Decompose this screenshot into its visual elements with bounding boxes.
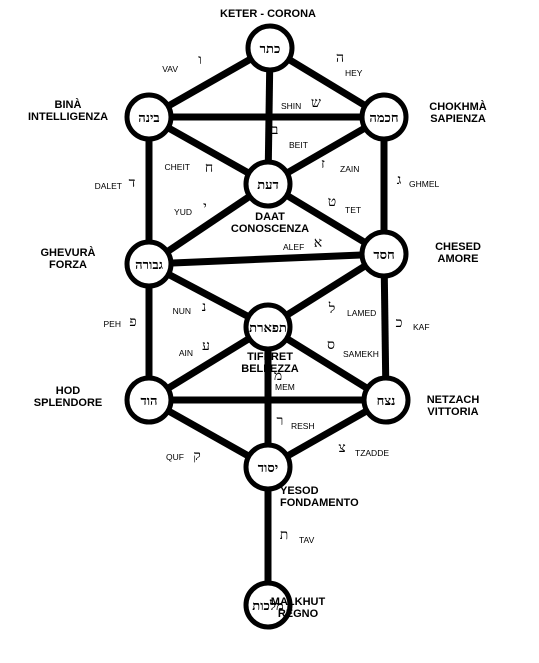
path-letter-tiferet-netzach: ס	[327, 337, 335, 353]
node-bina	[124, 92, 174, 142]
path-letter-tiferet-yesod: ר	[277, 413, 284, 429]
node-hod	[124, 375, 174, 425]
path-letter-bina-ghevura: ד	[129, 175, 136, 191]
node-label-chesed-1: AMORE	[438, 253, 479, 265]
path-name-keter-daat: BEIT	[289, 140, 308, 150]
node-label-netzach-1: VITTORIA	[427, 406, 478, 418]
node-yesod	[243, 442, 293, 492]
node-label-chesed-0: CHESED	[435, 241, 481, 253]
path-name-ghevura-chesed: ALEF	[283, 242, 304, 252]
node-hebrew-malkhut: מלכות	[252, 599, 284, 614]
node-label-bina-1: INTELLIGENZA	[28, 111, 108, 123]
node-hebrew-chokhma: חכמה	[369, 111, 398, 126]
node-hebrew-chesed: חסד	[373, 248, 394, 263]
path-letter-daat-ghevura: י	[203, 199, 207, 215]
node-label-malkhut-0: MALKHUT	[271, 596, 326, 608]
path-letter-chesed-netzach: כ	[396, 315, 403, 331]
path-name-bina-daat: CHEIT	[165, 162, 191, 172]
node-tiferet	[243, 302, 293, 352]
node-label-daat-1: CONOSCENZA	[231, 223, 309, 235]
path-letter-chokhma-chesed: ג	[397, 172, 402, 188]
path-letter-yesod-malkhut: ת	[280, 527, 289, 543]
node-label-hod-1: SPLENDORE	[34, 397, 102, 409]
path-name-netzach-yesod: TZADDE	[355, 448, 389, 458]
path-letter-ghevura-chesed: א	[314, 235, 322, 251]
path-letter-keter-bina: ו	[198, 52, 202, 68]
path-letter-netzach-yesod: צ	[338, 440, 345, 456]
path-name-ghevura-hod: PEH	[104, 319, 121, 329]
path-name-hod-netzach: MEM	[275, 382, 295, 392]
node-chesed	[359, 229, 409, 279]
node-label-tiferet-1: BELLEZZA	[241, 363, 298, 375]
path-letter-ghevura-tiferet: נ	[202, 299, 207, 315]
node-label-hod-0: HOD	[56, 385, 81, 397]
path-name-tiferet-hod: AIN	[179, 348, 193, 358]
path-letter-hod-yesod: ק	[193, 448, 201, 464]
path-letter-daat-chesed: ט	[328, 194, 336, 210]
node-label-malkhut-1: REGNO	[278, 608, 319, 620]
node-label-yesod-0: YESOD	[280, 485, 319, 497]
path-name-daat-chesed: TET	[345, 205, 361, 215]
path-letter-keter-chokhma: ה	[336, 50, 344, 66]
path-name-hod-yesod: QUF	[166, 452, 184, 462]
node-malkhut	[243, 580, 293, 630]
path-name-ghevura-tiferet: NUN	[173, 306, 191, 316]
node-hebrew-bina: בינה	[138, 111, 159, 126]
path-name-daat-ghevura: YUD	[174, 207, 192, 217]
path-letter-keter-daat: ב	[272, 122, 279, 138]
path-letter-bina-chokhma: ש	[311, 95, 321, 111]
node-label-chokhma-1: SAPIENZA	[430, 113, 486, 125]
path-name-chesed-netzach: KAF	[413, 322, 430, 332]
path-letter-chesed-tiferet: ל	[328, 301, 336, 317]
node-hebrew-ghevura: גבורה	[135, 258, 163, 273]
node-label-keter-0: KETER - CORONA	[220, 8, 316, 20]
node-label-chokhma-0: CHOKHMÀ	[429, 100, 486, 113]
node-netzach	[361, 375, 411, 425]
path-ghevura-chesed	[148, 250, 385, 268]
node-label-ghevura-1: FORZA	[49, 259, 87, 271]
node-label-bina-0: BINÀ	[55, 98, 82, 111]
path-letter-ghevura-hod: פ	[129, 314, 136, 330]
node-daat	[243, 159, 293, 209]
node-hebrew-keter: כתר	[260, 42, 281, 57]
path-letter-bina-daat: ח	[205, 160, 213, 176]
path-name-chokhma-daat: ZAIN	[340, 164, 359, 174]
node-hebrew-daat: דעת	[257, 178, 279, 193]
path-name-tiferet-yesod: RESH	[291, 421, 315, 431]
node-hebrew-tiferet: תפארת	[249, 321, 287, 336]
node-hebrew-netzach: נצח	[377, 394, 396, 409]
path-name-keter-bina: VAV	[162, 64, 178, 74]
path-name-tiferet-netzach: SAMEKH	[343, 349, 379, 359]
node-label-yesod-1: FONDAMENTO	[280, 497, 359, 509]
path-name-bina-ghevura: DALET	[95, 181, 122, 191]
node-chokhma	[359, 92, 409, 142]
node-ghevura	[124, 239, 174, 289]
path-name-yesod-malkhut: TAV	[299, 535, 315, 545]
path-name-chesed-tiferet: LAMED	[347, 308, 376, 318]
path-letter-tiferet-hod: ע	[202, 338, 210, 354]
path-letter-hod-netzach: מ	[274, 368, 282, 384]
node-label-daat-0: DAAT	[255, 211, 285, 223]
path-letter-chokhma-daat: ז	[321, 156, 325, 172]
path-name-keter-chokhma: HEY	[345, 68, 363, 78]
node-hebrew-yesod: יסוד	[258, 461, 278, 476]
path-name-bina-chokhma: SHIN	[281, 101, 301, 111]
node-label-ghevura-0: GHEVURÀ	[40, 246, 95, 259]
node-keter	[245, 23, 295, 73]
path-name-chokhma-chesed: GHMEL	[409, 179, 440, 189]
node-hebrew-hod: הוד	[140, 394, 157, 409]
node-label-netzach-0: NETZACH	[427, 394, 480, 406]
node-label-tiferet-0: TIFERET	[247, 351, 293, 363]
